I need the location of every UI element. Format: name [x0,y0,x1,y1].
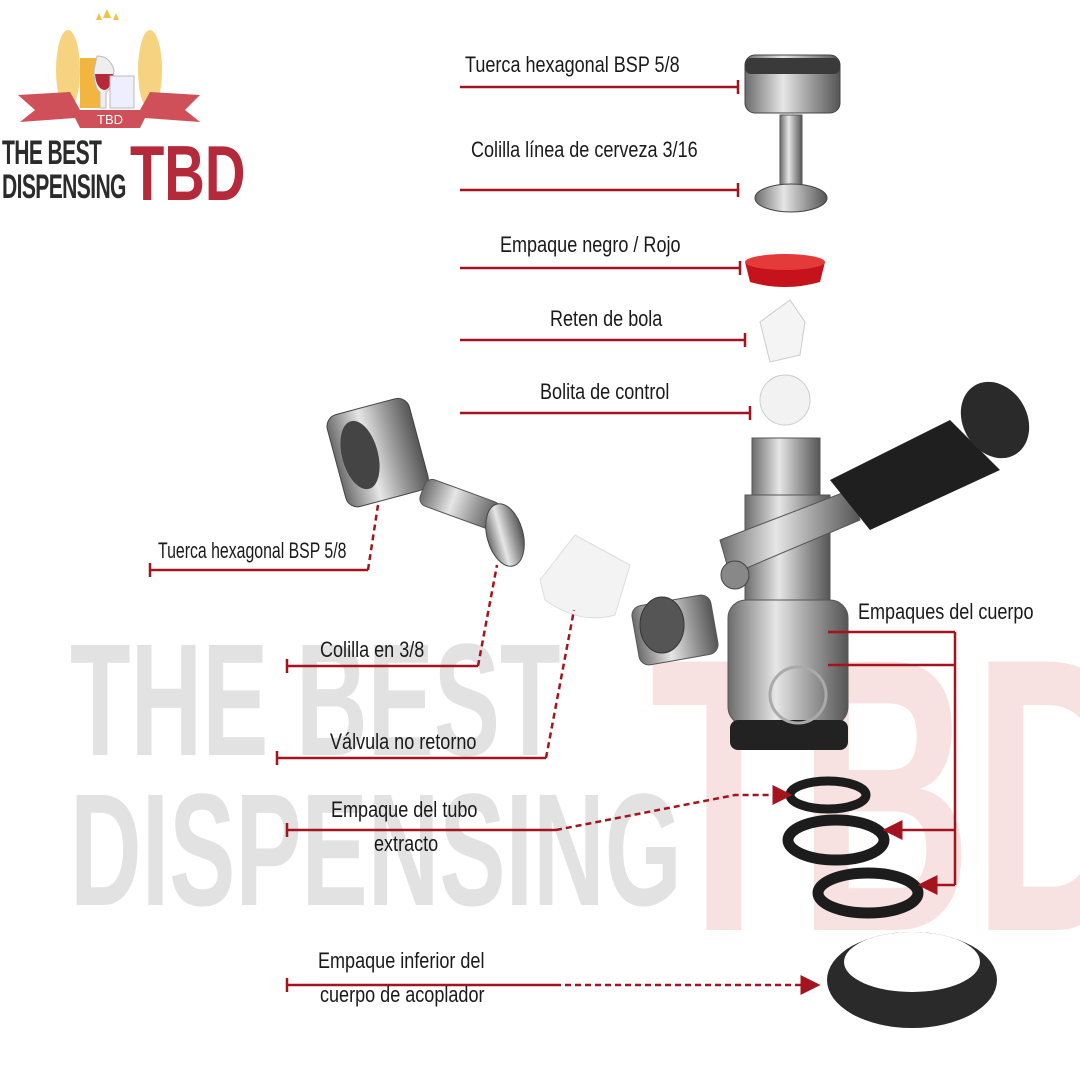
star-icon [113,13,119,20]
check-ball [759,374,811,426]
leader-tuerca-top [460,80,740,94]
tailpiece-left [419,478,525,567]
leader-empaque-negro [460,261,742,275]
watermark-line2: DISPENSING [70,760,682,939]
gasket-body-1 [782,814,890,866]
label-tuerca-top: Tuerca hexagonal BSP 5/8 [465,52,680,77]
label-empaque-tubo-2: extracto [374,831,439,856]
tailpiece-top [754,114,828,213]
ribbon [18,92,200,128]
laurel-left-icon [56,30,80,110]
logo-line1: THE BEST [2,134,102,172]
label-empaque-inferior-1: Empaque inferior del [318,948,485,973]
ribbon-text: TBD [97,112,123,127]
logo-line2: DISPENSING [2,168,126,206]
star-icon [96,13,102,20]
leader-valvula [275,751,546,765]
gasket-lower-body [827,932,997,1028]
leader-empaque-tubo [285,823,556,837]
leader-colilla-left [285,659,478,673]
hex-nut-left [326,397,429,508]
leader-tuerca-left [148,563,368,577]
label-empaque-tubo-1: Empaque del tubo [331,797,478,822]
label-reten: Reten de bola [550,306,663,331]
gasket-body-2 [812,867,924,919]
label-empaque-negro: Empaque negro / Rojo [500,232,681,257]
label-bolita: Bolita de control [540,379,670,404]
laurel-right-icon [138,30,162,110]
leader-reten [460,333,747,347]
label-colilla-left: Colilla en 3/8 [320,637,425,662]
label-valvula: Válvula no retorno [330,729,477,754]
label-colilla-top: Colilla línea de cerveza 3/16 [471,137,698,162]
check-valve [539,534,631,619]
leader-empaque-inferior [285,978,555,992]
leader-bolita [460,406,752,420]
label-tuerca-left: Tuerca hexagonal BSP 5/8 [158,538,347,563]
logo-emblem: TBD [18,9,200,128]
leader-empaques-cuerpo [828,630,957,887]
hex-nut-top [744,54,841,114]
label-empaques-cuerpo: Empaques del cuerpo [858,599,1034,624]
gasket-extract-tube [785,776,871,814]
red-gasket [745,254,825,287]
watermark-line1: THE BEST [70,610,561,789]
leader-colilla-top [460,183,740,197]
ball-retainer [759,299,806,363]
label-empaque-inferior-2: cuerpo de acoplador [320,982,485,1007]
star-icon [103,9,111,18]
whisky-glass-icon [109,75,135,109]
handle-grip [830,420,1000,530]
coupler-body [631,381,1030,750]
logo-tbd: TBD [130,129,246,217]
wine-glass-icon [95,74,113,90]
